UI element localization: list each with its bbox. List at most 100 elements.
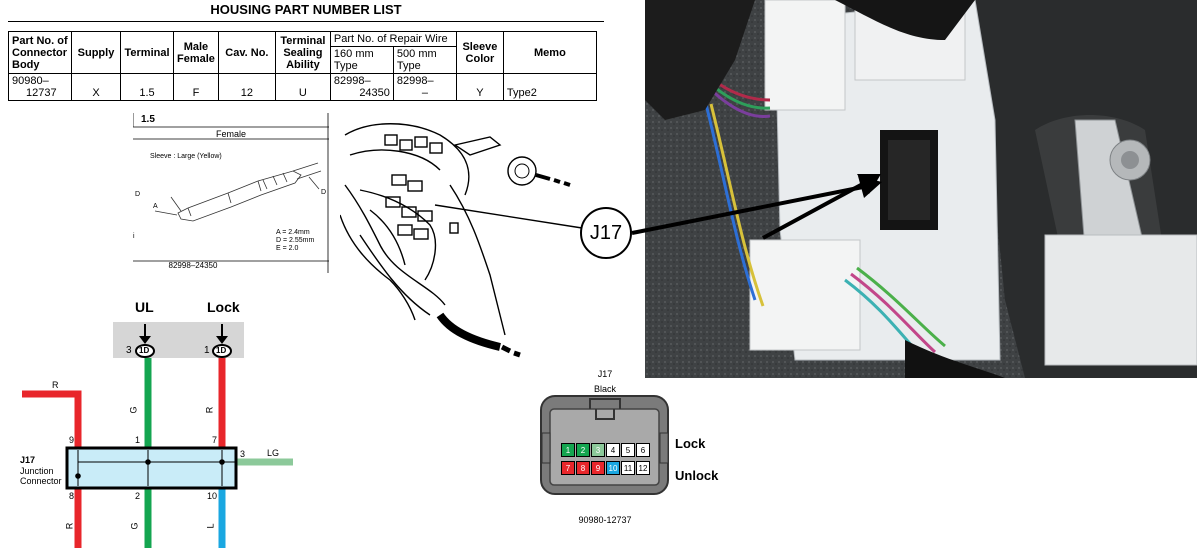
junction-connector-id: J17 (20, 455, 36, 465)
cell-supply: X (71, 73, 121, 101)
wire-label-lg: LG (267, 448, 280, 458)
connector-pin-8: 8 (576, 461, 590, 475)
lock-connector-code: 1D (216, 346, 227, 355)
harness-bundle-icon (436, 312, 501, 351)
ul-connector-code: 1D (139, 346, 150, 355)
lower-tape (905, 340, 1005, 378)
lock-connector-oval-icon (212, 344, 232, 358)
lock-pin-number: 1 (204, 345, 210, 356)
harness-tape (645, 0, 755, 120)
ul-label: UL (135, 299, 154, 315)
ul-connector-oval-icon (135, 344, 155, 358)
harness-break-icon (500, 344, 521, 358)
callout-arrow (631, 176, 882, 235)
cell-repair-160-line2: 24350 (359, 87, 390, 99)
ul-arrow-icon (139, 336, 151, 344)
lock-label: Lock (207, 299, 240, 315)
wire-r-top (22, 390, 82, 450)
grommet-icon (507, 156, 537, 186)
face-connector-color: Black (593, 384, 616, 394)
upper-connector (764, 0, 846, 111)
header-male-female: Male Female (173, 31, 219, 74)
terminal-letter-d2: D (321, 189, 327, 196)
lock-arrow-icon (216, 336, 228, 344)
terminal-size: 1.5 (141, 114, 155, 125)
pin-8: 8 (69, 491, 75, 501)
junction-connector-line2: Connector (20, 476, 62, 486)
table-header-row: Part No. of Connector Body Supply Termin… (8, 31, 597, 74)
callout-arrowhead-icon (858, 176, 882, 198)
connector-pin-6: 6 (636, 443, 650, 457)
wire-label-g-top: G (128, 406, 139, 414)
cell-repair-160-line1: 82998– (333, 75, 371, 87)
pin-9: 9 (69, 435, 75, 445)
terminal-letter-a: A (153, 203, 158, 210)
bolt-center-icon (1121, 151, 1139, 169)
connector-pin-12: 12 (636, 461, 650, 475)
housing-part-table: Part No. of Connector Body Supply Termin… (8, 31, 597, 101)
wire-label-r-bottom: R (64, 522, 75, 530)
junction-dot-mid (145, 459, 151, 465)
terminal-detail-panel: 1.5 Female Sleeve : Large (Yellow) D A D… (132, 113, 329, 273)
connector-pin-9: 9 (591, 461, 605, 475)
connector-pin-11: 11 (621, 461, 635, 475)
cell-repair-500-line2: – (421, 87, 428, 99)
pin-10: 10 (207, 491, 218, 501)
header-memo: Memo (502, 31, 597, 74)
wiring-diagram (22, 322, 293, 548)
terminal-sleeve: Sleeve : Large (Yellow) (150, 153, 222, 160)
connector-pin-5: 5 (621, 443, 635, 457)
face-unlock-label: Unlock (675, 468, 719, 483)
junction-connector-box (65, 446, 238, 490)
connector-pin-3: 3 (591, 443, 605, 457)
wire-label-r-mid: R (204, 406, 215, 414)
terminal-gender: Female (215, 129, 246, 139)
header-sleeve: Sleeve Color (455, 31, 504, 74)
connector-pin-2: 2 (576, 443, 590, 457)
header-repair-wire: Part No. of Repair Wire (329, 31, 457, 47)
table-subheader-row: 160 mm Type 500 mm Type (9, 46, 597, 74)
face-lock-label: Lock (675, 436, 706, 451)
terminal-sketch-icon (154, 162, 322, 222)
pin-7: 7 (212, 435, 218, 445)
terminal-detail-drawing (132, 113, 329, 273)
terminal-dim-e: E = 2.0 (276, 245, 299, 252)
cell-repair-160: 82998– 24350 (329, 73, 394, 101)
cell-part-no: 90980– 12737 (8, 73, 72, 101)
photo-scene (645, 0, 1197, 378)
connector-pin-4: 4 (606, 443, 620, 457)
glove-shadow (835, 0, 975, 40)
lower-connector (749, 239, 861, 351)
cell-terminal: 1.5 (120, 73, 174, 101)
detail-spacer (145, 125, 146, 126)
cell-part-no-line2: 12737 (26, 87, 57, 99)
housing-latch-icon (589, 398, 621, 420)
face-part-number: 90980-12737 (578, 515, 632, 525)
housing-left-key (541, 432, 551, 464)
header-cav-no: Cav. No. (217, 31, 276, 74)
callout-leader (434, 204, 583, 229)
pin-2: 2 (135, 491, 141, 501)
title-rule (8, 21, 604, 22)
housing-right-key (659, 432, 669, 464)
callout-arrow-line (631, 184, 869, 235)
j17-callout: J17 (580, 207, 632, 259)
connector-pin-7: 7 (561, 461, 575, 475)
terminal-part-number: 82998–24350 (168, 261, 218, 270)
header-terminal: Terminal (120, 31, 174, 74)
harness-sketch-icon (340, 123, 506, 336)
junction-dot-right (219, 459, 225, 465)
cell-sealing: U (274, 73, 331, 101)
cell-repair-500: 82998– – (392, 73, 457, 101)
cell-part-no-line1: 90980– (12, 75, 49, 87)
face-connector-id: J17 (597, 369, 613, 379)
junction-dot-left (75, 473, 81, 479)
header-repair-500: 500 mm Type (392, 46, 457, 74)
header-repair-160: 160 mm Type (329, 46, 394, 74)
j17-callout-label: J17 (589, 222, 623, 244)
pin-3: 3 (240, 449, 246, 459)
pin-1: 1 (135, 435, 141, 445)
connector-pin-10: 10 (606, 461, 620, 475)
header-supply: Supply (71, 31, 121, 74)
